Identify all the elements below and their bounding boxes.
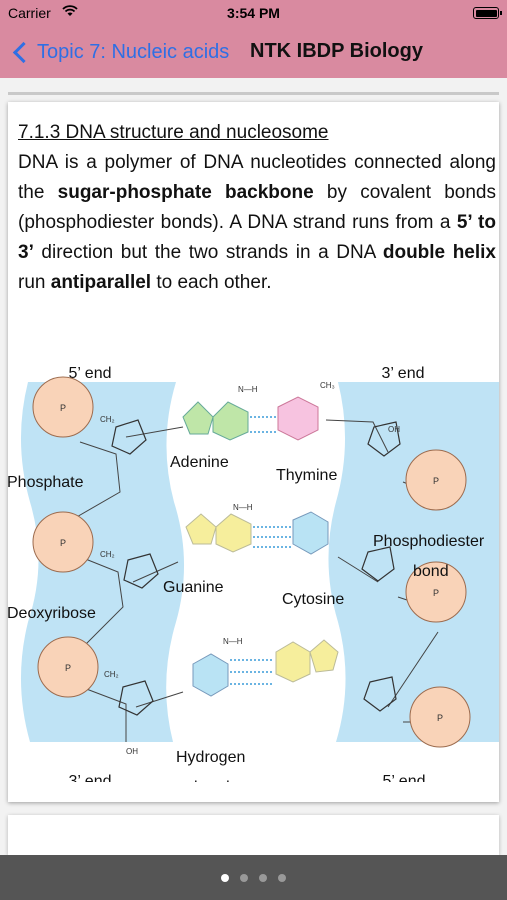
ch2-label: CH₂: [100, 550, 115, 559]
phosphodiester-bond-label: bond: [413, 563, 449, 580]
content-scroll[interactable]: 7.1.3 DNA structure and nucleosome DNA i…: [0, 78, 507, 855]
cytosine-base: [292, 511, 329, 555]
left-3-end-label: 3’ end: [69, 773, 112, 782]
page-dot-3[interactable]: [259, 874, 267, 882]
adenine-label: Adenine: [170, 454, 229, 471]
guanine-base-bottom: [275, 639, 339, 683]
right-5-end-label: 5’ end: [383, 773, 426, 782]
status-bar: Carrier 3:54 PM: [0, 0, 507, 28]
back-button-label: Topic 7: Nucleic acids: [37, 40, 230, 63]
phosphate-label: Phosphate: [8, 474, 84, 491]
back-button[interactable]: Topic 7: Nucleic acids: [12, 36, 229, 68]
section-paragraph: DNA is a polymer of DNA nucleotides conn…: [18, 148, 496, 298]
left-5-end-label: 5’ end: [69, 365, 112, 382]
battery-icon: [473, 7, 502, 19]
bold-text: antiparallel: [50, 272, 152, 293]
amine-group: N—H: [233, 503, 253, 512]
navigation-bar: Carrier 3:54 PM Topic 7: Nucleic acids N…: [0, 0, 507, 78]
cytosine-base-bottom: [192, 653, 229, 697]
page-dot-4[interactable]: [278, 874, 286, 882]
page-dot-1[interactable]: [221, 874, 229, 882]
adenine-base: [182, 401, 249, 441]
phosphodiester-label: Phosphodiester: [373, 533, 485, 550]
dna-structure-diagram: 5’ end 3’ end 3’ end 5’ end: [8, 365, 499, 782]
text-run: by covalent bonds (phosphodiester bonds)…: [18, 182, 496, 233]
phosphorus-atom: P: [65, 663, 71, 673]
phosphate-groups: [32, 376, 471, 748]
amine-group: N—H: [238, 385, 258, 394]
right-3-end-label: 3’ end: [382, 365, 425, 382]
guanine-base: [185, 513, 252, 553]
text-run: run: [18, 272, 51, 293]
phosphorus-atom: P: [60, 538, 66, 548]
hydroxyl-label: OH: [126, 747, 138, 756]
clock: 3:54 PM: [227, 5, 280, 21]
text-run: direction but the two strands in a DNA: [33, 242, 383, 263]
amine-group: N—H: [223, 637, 243, 646]
ch2-label: CH₂: [104, 670, 119, 679]
bold-text: sugar-phosphate backbone: [57, 182, 314, 203]
deoxyribose-rings: [111, 419, 401, 716]
page-dot-2[interactable]: [240, 874, 248, 882]
hydroxyl-label: OH: [388, 425, 400, 434]
thymine-label: Thymine: [276, 467, 337, 484]
text-run: DNA is a polymer of DNA nucleotides conn…: [18, 152, 496, 203]
section-heading: 7.1.3 DNA structure and nucleosome: [18, 122, 329, 143]
bold-text: 5’ to 3’: [18, 212, 496, 263]
divider: [8, 92, 499, 95]
phosphorus-atom: P: [433, 588, 439, 598]
page-title: NTK IBDP Biology: [250, 40, 423, 62]
phosphorus-atom: P: [437, 713, 443, 723]
bold-text: double helix: [382, 242, 496, 263]
next-card: [8, 815, 499, 855]
hydrogen-label: Hydrogen: [176, 749, 245, 766]
deoxyribose-label: Deoxyribose: [8, 605, 96, 622]
content-card: 7.1.3 DNA structure and nucleosome DNA i…: [8, 102, 499, 802]
thymine-base: [277, 396, 319, 441]
chevron-left-icon: [12, 41, 35, 63]
phosphorus-atom: P: [60, 403, 66, 413]
hydrogen-bonds: [230, 416, 291, 685]
wifi-icon: [62, 4, 78, 21]
methyl-group: CH₃: [320, 381, 335, 390]
phosphorus-atom: P: [433, 476, 439, 486]
hydrogen-bond-label: bond: [194, 779, 230, 782]
text-run: to each other.: [151, 272, 272, 293]
cytosine-label: Cytosine: [282, 591, 344, 608]
carrier-label: Carrier: [8, 5, 51, 21]
ch2-label: CH₂: [100, 415, 115, 424]
guanine-label: Guanine: [163, 579, 224, 596]
page-control[interactable]: [0, 855, 507, 900]
